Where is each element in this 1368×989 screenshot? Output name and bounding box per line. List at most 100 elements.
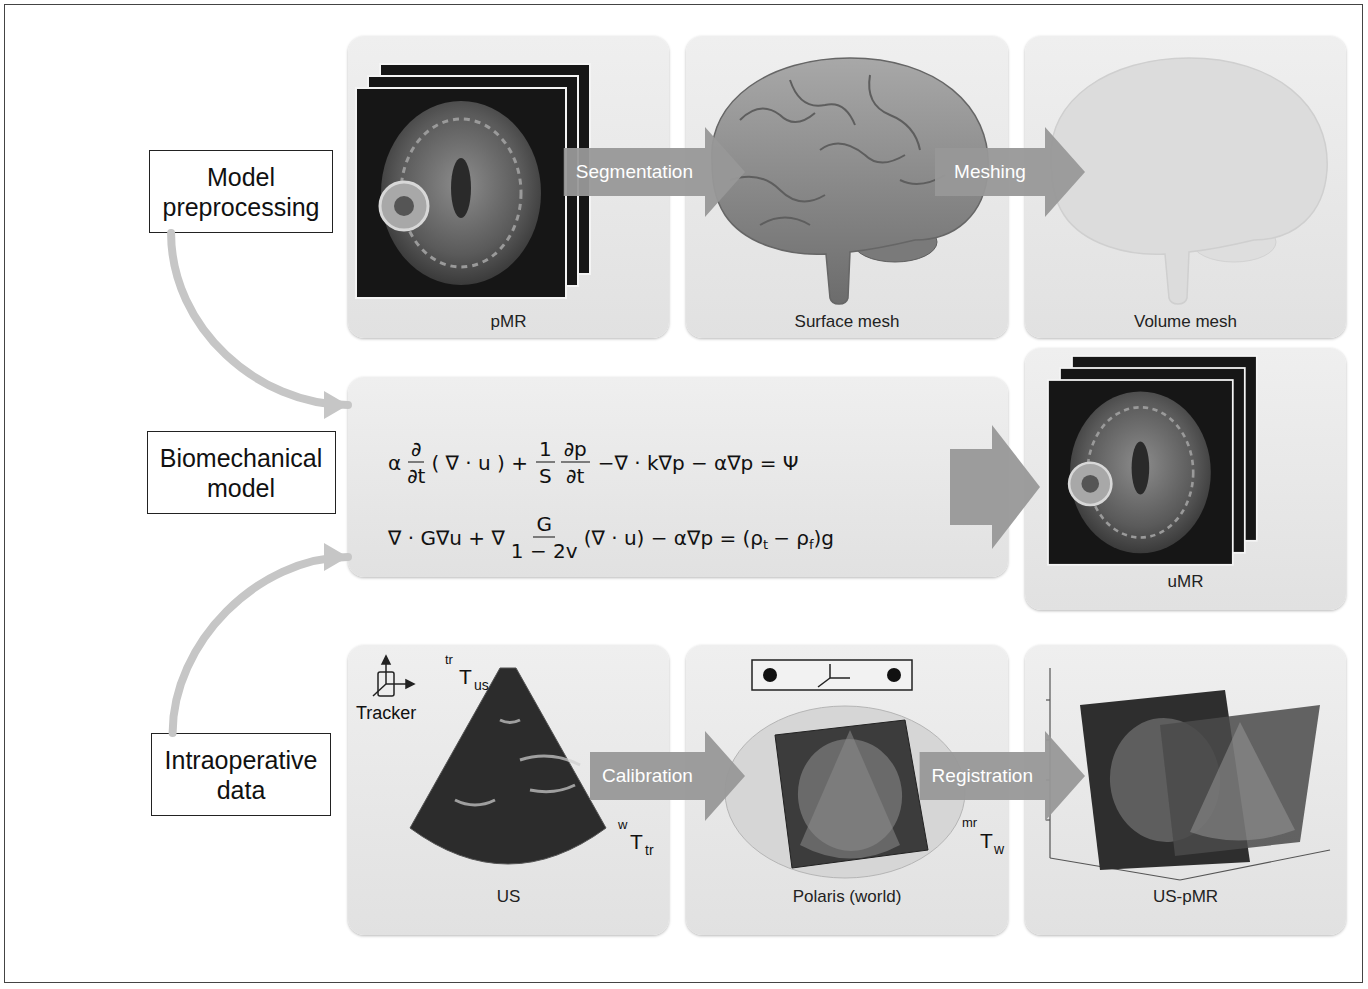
fraction-numerator: ∂ (408, 438, 424, 463)
fraction: G1 − 2v (511, 513, 578, 562)
brain-surface-mesh (730, 177, 825, 202)
transform-symbol: T (980, 829, 993, 852)
brain-surface-mesh (853, 222, 937, 262)
image-panel: US-pMR (1025, 645, 1346, 935)
registration-plot (1046, 779, 1050, 780)
brain-volume-mesh (1192, 222, 1276, 262)
equation-term: ∇ · G∇u + ∇ (388, 525, 505, 549)
brain-volume-mesh (1051, 58, 1327, 304)
panel-caption: Volume mesh (1025, 312, 1346, 332)
optical-tracker-bar (763, 668, 777, 682)
panel-caption: Polaris (world) (686, 887, 1008, 907)
updated-mri-stack (1072, 356, 1257, 541)
block-arrow (935, 127, 1085, 217)
optical-tracker-bar (887, 668, 901, 682)
equation-term: ( ∇ · u ) + (431, 450, 528, 474)
ultrasound-fan (500, 720, 520, 723)
stage-label-text: Intraoperative data (162, 745, 320, 805)
registration-plot (1160, 705, 1320, 856)
registration-plot (1046, 699, 1050, 700)
equation-term: α (388, 450, 401, 474)
fraction-denominator: ∂t (407, 463, 425, 487)
block-arrow (950, 425, 1040, 549)
curved-arrow (171, 233, 348, 419)
arrowhead (324, 391, 348, 419)
brain-surface-mesh (869, 75, 920, 150)
brain-surface-mesh (712, 58, 988, 304)
panel-caption: Surface mesh (686, 312, 1008, 332)
arrow-label: Segmentation (576, 161, 693, 184)
registration-plot (1049, 668, 1050, 858)
head-with-image-planes (775, 720, 928, 868)
ultrasound-fan (455, 800, 495, 805)
registration-plot (1180, 850, 1330, 880)
image-panel: US (348, 645, 669, 935)
tracker-icon (382, 656, 390, 664)
fraction-denominator: 1 − 2v (511, 538, 578, 562)
panel-caption: uMR (1025, 572, 1346, 592)
image-panel: uMR (1025, 348, 1346, 610)
equation-term: − ρ (773, 525, 809, 549)
arrow-label: Registration (932, 765, 1033, 788)
registration-plot (1046, 668, 1330, 880)
subscript: t (763, 537, 768, 552)
optical-tracker-bar (829, 664, 831, 678)
fraction: ∂p∂t (561, 438, 590, 487)
ultrasound-fan (410, 668, 606, 864)
fraction: 1S (536, 438, 555, 487)
registration-plot (1050, 858, 1180, 880)
block-arrow (564, 127, 745, 217)
tracker-icon (373, 684, 386, 696)
ultrasound-fan (530, 785, 575, 792)
block-arrow (920, 731, 1085, 821)
equation-term: −∇ · k∇p − α∇p = Ψ (598, 450, 799, 474)
subscript: f (809, 537, 814, 552)
fraction-denominator: S (539, 463, 552, 487)
block-arrow-shape (920, 731, 1085, 821)
brain-surface-mesh (760, 218, 810, 226)
ultrasound-fan (520, 756, 580, 765)
block-arrow-shape (564, 127, 745, 217)
registration-plot (1190, 722, 1295, 841)
tracker-icon (378, 672, 394, 696)
arrow-label: Meshing (954, 161, 1026, 184)
device-label: Tracker (356, 704, 416, 724)
fraction-numerator: ∂p (561, 438, 590, 463)
registration-plot (1046, 668, 1330, 880)
optical-tracker-bar (818, 678, 830, 687)
stage-label: Intraoperative data (151, 733, 331, 816)
registration-plot (1104, 713, 1226, 848)
equation-term: )g (814, 525, 835, 549)
brain-surface-mesh (790, 80, 855, 125)
arrow-label: Calibration (602, 765, 693, 788)
image-panel: Volume mesh (1025, 36, 1346, 338)
mri-slice-stack (368, 76, 578, 286)
brain-surface-mesh (900, 175, 945, 184)
tracker-icon (373, 656, 414, 696)
brain-surface-mesh (730, 75, 945, 225)
brain-surface-mesh (712, 58, 988, 304)
block-arrow-shape (590, 731, 745, 821)
optical-tracker-bar (830, 677, 850, 679)
panel-caption: US-pMR (1025, 887, 1346, 907)
head-with-image-planes (791, 732, 910, 857)
mri-slice-stack (380, 64, 590, 274)
brain-volume-mesh (1051, 58, 1327, 304)
registration-plot (1046, 739, 1050, 740)
registration-plot (1080, 690, 1250, 870)
stage-label-text: Model preprocessing (160, 162, 322, 222)
block-arrow-shape (950, 425, 1040, 549)
mri-slice-stack (356, 88, 566, 298)
registration-plot (1046, 819, 1050, 820)
transform-symbol: T (459, 665, 472, 688)
head-with-image-planes (800, 730, 900, 859)
transform-symbol: w (618, 818, 627, 832)
image-panel: pMR (348, 36, 669, 338)
updated-mri-stack (1048, 356, 1257, 565)
brain-surface-mesh (820, 144, 905, 163)
equation-term: (∇ · u) − α∇p = (ρ (584, 525, 763, 549)
ultrasound-fan (455, 720, 580, 805)
stage-label: Biomechanical model (147, 431, 336, 514)
